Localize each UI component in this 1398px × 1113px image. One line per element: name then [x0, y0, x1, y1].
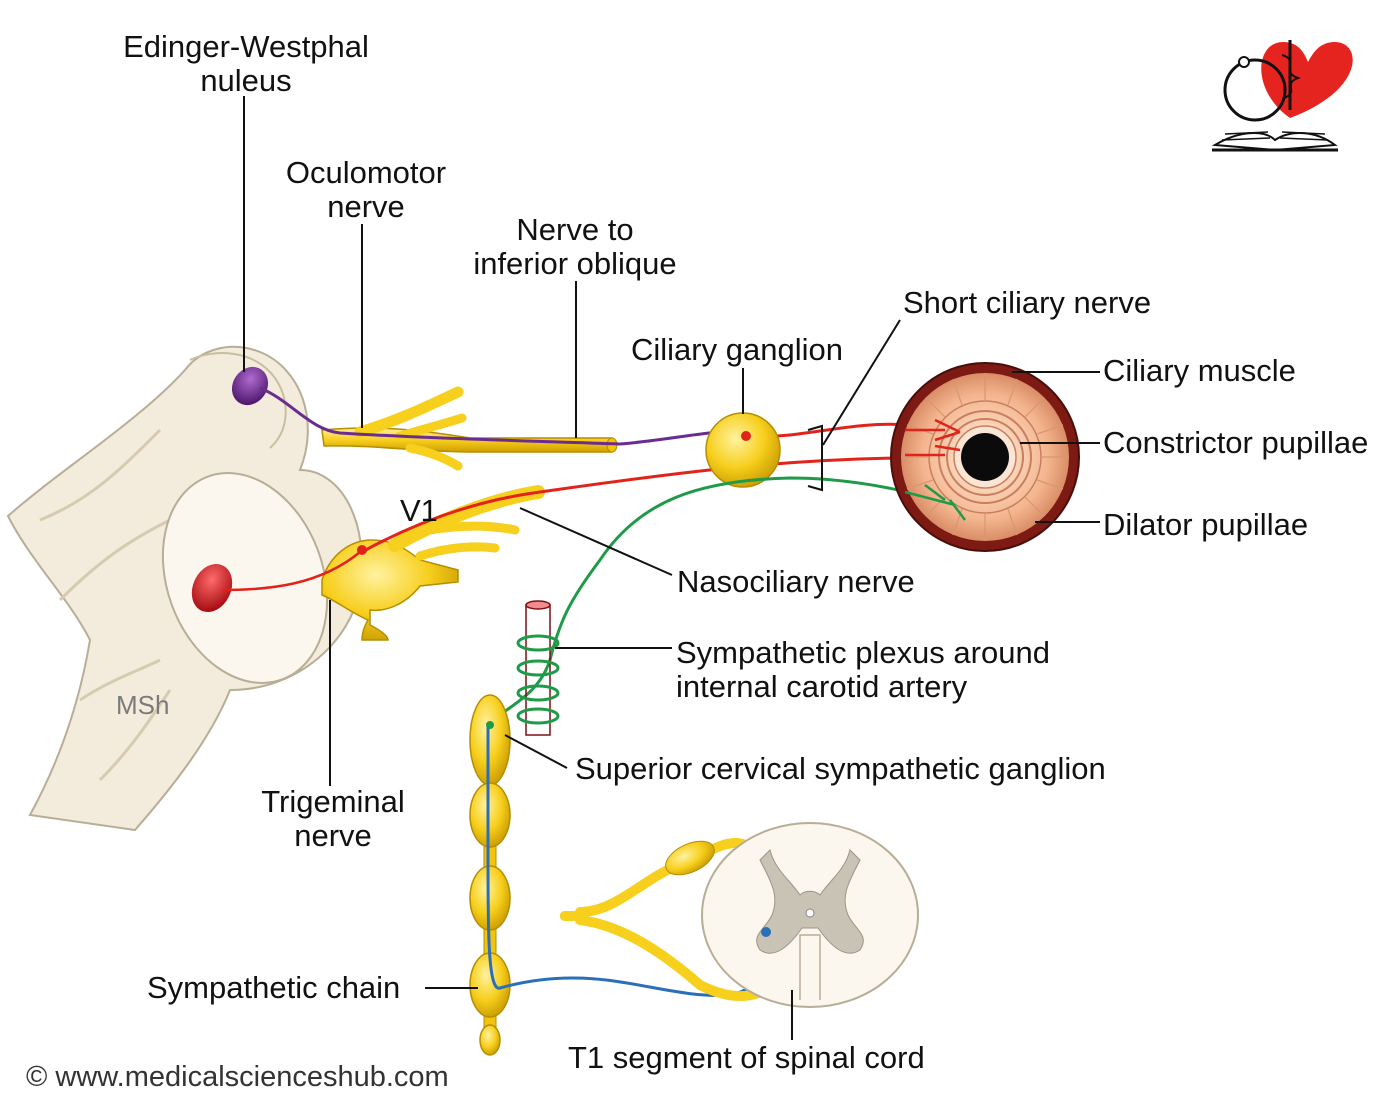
sympathetic-chain — [469, 694, 511, 1056]
label-nerve-to-io-line1: Nerve to — [516, 212, 634, 247]
ciliary-ganglion-cell — [741, 431, 751, 441]
label-nasociliary-nerve: Nasociliary nerve — [677, 564, 915, 599]
spinal-nerve — [559, 838, 770, 1002]
label-t1-segment: T1 segment of spinal cord — [568, 1040, 925, 1075]
superior-cervical-ganglion-cell — [486, 721, 494, 729]
trigeminal-ganglion-cell — [357, 545, 367, 555]
leader-sup-cervical — [504, 734, 568, 769]
label-oculomotor-line2: nerve — [327, 189, 405, 224]
label-superior-cervical-ganglion: Superior cervical sympathetic ganglion — [575, 751, 1106, 786]
leader-nasociliary — [519, 507, 673, 576]
label-trigeminal-nerve: Trigeminal nerve — [240, 785, 426, 853]
pons — [161, 472, 329, 684]
parasympathetic-preganglionic-fiber — [259, 386, 741, 446]
artist-initials: MSh — [116, 690, 170, 720]
label-oculomotor-line1: Oculomotor — [285, 155, 447, 190]
label-ciliary-muscle: Ciliary muscle — [1103, 353, 1296, 388]
label-short-ciliary-nerve: Short ciliary nerve — [903, 285, 1152, 320]
eye-iris — [890, 362, 1080, 552]
label-trigeminal-line1: Trigeminal — [261, 784, 405, 819]
label-constrictor-pupillae: Constrictor pupillae — [1103, 425, 1369, 460]
trigeminal-nucleus — [191, 563, 233, 613]
label-dilator-pupillae: Dilator pupillae — [1103, 507, 1309, 542]
label-sympathetic-plexus-line1: Sympathetic plexus around — [676, 635, 1050, 670]
label-edinger-westphal: Edinger-Westphal nuleus — [110, 30, 382, 98]
copyright-notice: © www.medicalscienceshub.com — [26, 1061, 449, 1093]
short-ciliary-bracket — [807, 424, 823, 492]
label-v1: V1 — [400, 493, 438, 528]
sensory-fiber — [221, 551, 361, 592]
sympathetic-postganglionic-fiber — [489, 476, 936, 724]
label-nerve-to-io-line2: inferior oblique — [473, 246, 677, 281]
spinal-cord-t1 — [701, 822, 919, 1008]
label-nerve-to-io: Nerve to inferior oblique — [455, 213, 695, 281]
label-ciliary-ganglion: Ciliary ganglion — [631, 332, 843, 367]
internal-carotid-artery — [516, 600, 560, 736]
label-edinger-westphal-line2: nuleus — [200, 63, 292, 98]
logo — [1211, 40, 1353, 152]
label-oculomotor: Oculomotor nerve — [272, 156, 460, 224]
label-edinger-westphal-line1: Edinger-Westphal — [123, 29, 369, 64]
leader-lines — [243, 96, 1100, 1040]
label-sympathetic-plexus-line2: internal carotid artery — [676, 669, 968, 704]
ciliary-ganglion — [705, 412, 781, 488]
label-sympathetic-plexus: Sympathetic plexus around internal carot… — [676, 636, 1050, 704]
edinger-westphal-nucleus — [231, 366, 269, 406]
leader-short-ciliary — [822, 319, 901, 446]
label-sympathetic-chain: Sympathetic chain — [147, 970, 401, 1005]
label-trigeminal-line2: nerve — [294, 818, 372, 853]
oculomotor-nerve — [321, 386, 618, 471]
